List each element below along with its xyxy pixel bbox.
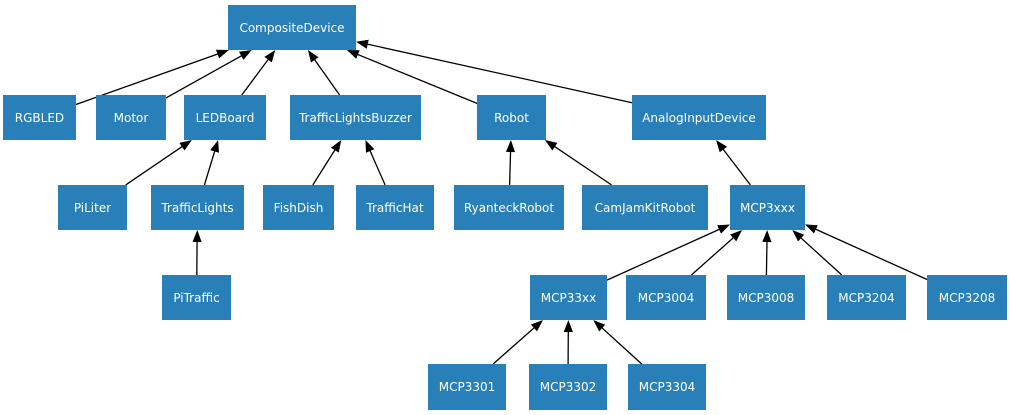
arrowhead-trafficlights-to-ledboard — [210, 140, 219, 153]
arrowhead-mcp3004-to-mcp3xxx — [730, 230, 743, 242]
edge-robot-to-compositedevice — [355, 53, 478, 105]
class-node-motor[interactable]: Motor — [96, 95, 166, 140]
edge-ryanteckrobot-to-robot — [508, 149, 512, 186]
arrowhead-analoginputdevice-to-compositedevice — [356, 39, 369, 49]
class-node-label: TrafficLightsBuzzer — [298, 110, 412, 125]
class-node-label: TrafficLights — [161, 200, 234, 215]
class-node-robot[interactable]: Robot — [477, 95, 546, 140]
edge-analoginputdevice-to-compositedevice — [365, 43, 633, 104]
class-node-label: LEDBoard — [195, 110, 255, 125]
class-node-mcp3008[interactable]: MCP3008 — [727, 275, 805, 320]
class-node-label: MCP3004 — [637, 290, 695, 305]
arrowhead-ryanteckrobot-to-robot — [505, 140, 516, 153]
class-node-label: RyanteckRobot — [463, 200, 555, 215]
edge-fishdish-to-trafficlightsbuzzer — [312, 148, 337, 186]
class-node-mcp3204[interactable]: MCP3204 — [827, 275, 906, 320]
class-node-rgbled[interactable]: RGBLED — [3, 95, 76, 140]
arrowhead-mcp3302-to-mcp33xx — [563, 320, 573, 332]
class-node-mcp3301[interactable]: MCP3301 — [428, 364, 506, 410]
class-node-label: MCP3304 — [638, 380, 696, 394]
edge-traffichat-to-trafficlightsbuzzer — [368, 148, 386, 186]
class-node-mcp3xxx[interactable]: MCP3xxx — [730, 185, 805, 230]
edge-trafficlightsbuzzer-to-compositedevice — [313, 57, 341, 96]
edge-mcp33xx-to-mcp3xxx — [606, 228, 722, 281]
arrowhead-camjamkitrobot-to-robot — [544, 140, 558, 151]
class-node-mcp3302[interactable]: MCP3302 — [529, 364, 607, 410]
class-node-piliter[interactable]: PiLiter — [58, 185, 127, 230]
class-node-label: MCP3302 — [539, 380, 597, 394]
class-node-label: CamJamKitRobot — [594, 200, 696, 215]
arrowhead-mcp3208-to-mcp3xxx — [805, 224, 818, 234]
edge-trafficlights-to-ledboard — [203, 149, 216, 186]
class-node-label: PiLiter — [73, 200, 112, 215]
arrowhead-piliter-to-ledboard — [179, 140, 192, 151]
class-node-label: MCP3301 — [438, 380, 496, 394]
class-node-label: MCP3xxx — [740, 200, 795, 215]
arrowhead-rgbled-to-compositedevice — [216, 49, 229, 59]
class-node-ledboard[interactable]: LEDBoard — [184, 95, 266, 140]
arrowhead-trafficlightsbuzzer-to-compositedevice — [307, 50, 319, 63]
arrowhead-pitraffic-to-trafficlights — [192, 230, 202, 243]
class-node-label: MCP3208 — [938, 290, 996, 305]
arrowhead-traffichat-to-trafficlightsbuzzer — [365, 140, 375, 153]
class-node-mcp3208[interactable]: MCP3208 — [927, 275, 1007, 320]
class-node-label: Robot — [494, 110, 529, 125]
class-node-label: TrafficHat — [366, 200, 424, 215]
arrowhead-mcp33xx-to-mcp3xxx — [717, 224, 730, 234]
class-node-compositedevice[interactable]: CompositeDevice — [228, 5, 356, 50]
edge-mcp3304-to-mcp33xx — [600, 326, 643, 365]
class-node-label: CompositeDevice — [239, 20, 345, 35]
class-node-analoginputdevice[interactable]: AnalogInputDevice — [632, 95, 766, 140]
edge-mcp3204-to-mcp3xxx — [799, 236, 843, 276]
class-node-mcp3304[interactable]: MCP3304 — [628, 364, 706, 410]
arrowhead-robot-to-compositedevice — [346, 50, 360, 59]
edge-mcp3xxx-to-analoginputdevice — [721, 147, 751, 186]
edge-ledboard-to-compositedevice — [241, 57, 270, 96]
arrowhead-mcp3204-to-mcp3xxx — [792, 230, 805, 242]
arrowhead-motor-to-compositedevice — [239, 50, 252, 60]
class-node-label: MCP33xx — [540, 290, 597, 305]
class-node-mcp3004[interactable]: MCP3004 — [626, 275, 706, 320]
edge-mcp3008-to-mcp3xxx — [765, 239, 768, 276]
edge-mcp3004-to-mcp3xxx — [690, 236, 736, 276]
class-node-camjamkitrobot[interactable]: CamJamKitRobot — [582, 185, 708, 230]
arrowhead-ledboard-to-compositedevice — [264, 50, 276, 63]
arrowhead-mcp3301-to-mcp33xx — [530, 320, 543, 332]
class-node-label: PiTraffic — [173, 290, 220, 305]
arrowhead-mcp3304-to-mcp33xx — [593, 320, 606, 332]
class-node-mcp33xx[interactable]: MCP33xx — [530, 275, 607, 320]
arrowhead-mcp3008-to-mcp3xxx — [762, 230, 772, 243]
class-node-traffichat[interactable]: TrafficHat — [356, 185, 434, 230]
class-node-pitraffic[interactable]: PiTraffic — [162, 275, 231, 320]
class-node-label: MCP3204 — [838, 290, 895, 305]
class-node-label: MCP3008 — [737, 290, 795, 305]
edge-camjamkitrobot-to-robot — [552, 145, 612, 186]
class-node-label: AnalogInputDevice — [642, 110, 756, 125]
class-node-fishdish[interactable]: FishDish — [263, 185, 334, 230]
arrowhead-mcp3xxx-to-analoginputdevice — [716, 140, 728, 153]
class-node-ryanteckrobot[interactable]: RyanteckRobot — [454, 185, 564, 230]
arrowhead-fishdish-to-trafficlightsbuzzer — [330, 140, 342, 153]
edge-motor-to-compositedevice — [165, 54, 244, 99]
edge-piliter-to-ledboard — [125, 145, 184, 186]
class-node-label: Motor — [113, 110, 149, 125]
class-node-label: RGBLED — [14, 110, 65, 125]
edge-mcp3301-to-mcp33xx — [492, 326, 536, 365]
class-node-label: FishDish — [273, 200, 324, 215]
class-node-trafficlightsbuzzer[interactable]: TrafficLightsBuzzer — [290, 95, 421, 140]
class-node-trafficlights[interactable]: TrafficLights — [151, 185, 244, 230]
edge-mcp3208-to-mcp3xxx — [813, 227, 928, 281]
